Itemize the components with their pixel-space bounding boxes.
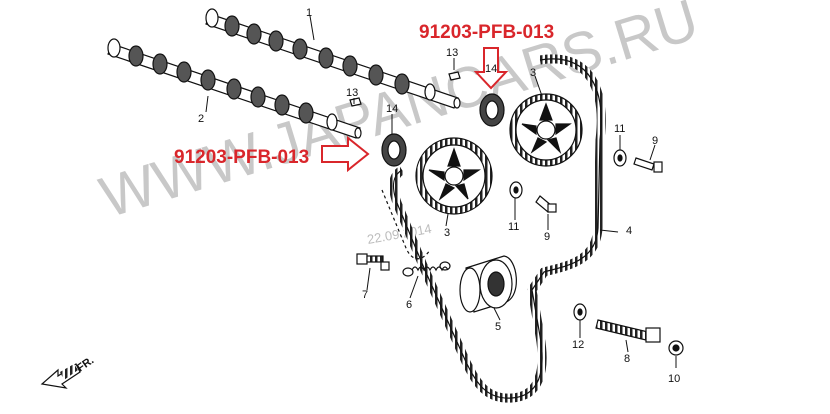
oil-seal-lower (381, 133, 407, 167)
timing-belt (381, 54, 606, 403)
callout-lower: 91203-PFB-013 14 (174, 103, 398, 173)
callout-lower-text: 91203-PFB-013 (174, 147, 309, 168)
tensioner-pulley (459, 255, 517, 313)
arrow-label-upper: 14 (485, 63, 497, 75)
camshaft-upper (205, 8, 461, 109)
camshaft-lower (107, 38, 362, 139)
washer-11-upper (613, 149, 627, 167)
arrow-label-lower: 14 (386, 103, 398, 115)
tensioner-spring (402, 261, 451, 277)
part-number-13-upper: 13 (446, 47, 458, 59)
cam-pulley-lower (415, 137, 493, 215)
part-number-10: 10 (668, 373, 680, 385)
part-number-labels: 1 2 3 3 4 5 6 7 8 9 9 10 11 11 12 13 13 (198, 7, 680, 385)
part-number-13-lower: 13 (346, 87, 358, 99)
key-13-lower (349, 97, 362, 107)
front-direction-indicator: FR. (40, 354, 96, 389)
leader-lines (205, 15, 677, 368)
callout-upper-text: 91203-PFB-013 (419, 22, 554, 43)
part-number-4: 4 (626, 225, 632, 237)
part-number-9-lower: 9 (544, 231, 550, 243)
right-arrow-icon (321, 135, 370, 173)
cam-pulley-upper (509, 93, 583, 167)
part-number-12: 12 (572, 339, 584, 351)
oil-seal-upper (479, 93, 505, 127)
part-number-1: 1 (306, 7, 312, 19)
part-number-11-lower: 11 (508, 221, 519, 233)
down-arrow-icon (473, 47, 509, 90)
watermark-date: 22.09.2014 (366, 221, 433, 247)
bolt-7 (356, 253, 390, 271)
bolt-9-lower (535, 195, 557, 213)
part-number-8: 8 (624, 353, 630, 365)
washer-11-lower (509, 181, 523, 199)
callout-upper: 91203-PFB-013 14 (419, 22, 554, 90)
part-number-9-upper: 9 (652, 135, 658, 147)
bolt-9-upper (633, 157, 663, 173)
key-13-upper (448, 71, 461, 81)
washer-12 (573, 303, 587, 321)
part-number-3-lower: 3 (444, 227, 450, 239)
part-number-5: 5 (495, 321, 501, 333)
nut-10 (668, 340, 684, 356)
part-number-11-upper: 11 (614, 123, 625, 135)
part-number-3-upper: 3 (530, 67, 536, 79)
part-number-6: 6 (406, 299, 412, 311)
bolt-8 (595, 319, 661, 343)
part-number-7: 7 (362, 289, 368, 301)
part-number-2: 2 (198, 113, 204, 125)
